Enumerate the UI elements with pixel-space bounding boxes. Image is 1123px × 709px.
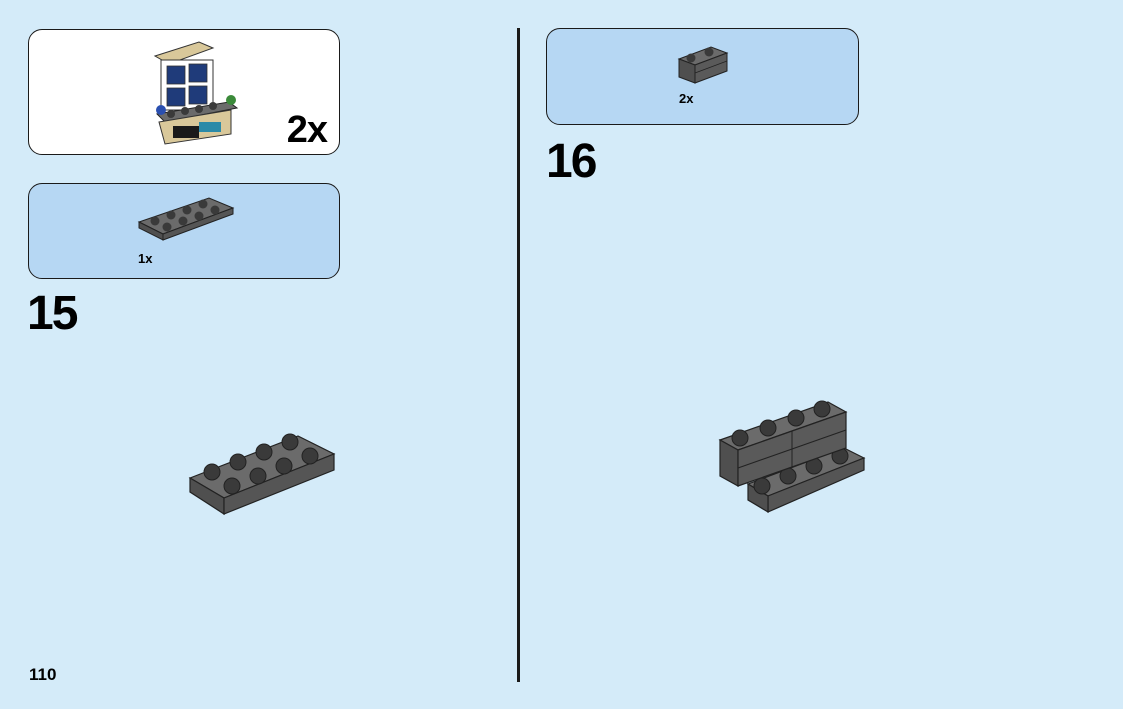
step-15-plate-2x4 — [188, 433, 336, 516]
page-number: 110 — [29, 665, 57, 684]
parts-callout-step-15: 1x — [28, 183, 340, 279]
step-16-assembly — [718, 400, 866, 514]
column-divider — [517, 28, 520, 682]
bracket-1x2-part-image — [677, 46, 729, 84]
parts-callout-step-16: 2x — [546, 28, 859, 125]
submodel-callout: 2x — [28, 29, 340, 155]
plate-2x4-part-image — [137, 197, 235, 241]
step-number-16: 16 — [546, 135, 597, 188]
step-number-15: 15 — [27, 287, 78, 340]
submodel-quantity: 2x — [286, 109, 328, 151]
part-quantity: 2x — [679, 91, 694, 106]
part-quantity: 1x — [138, 251, 153, 266]
window-submodel-image — [153, 41, 239, 145]
